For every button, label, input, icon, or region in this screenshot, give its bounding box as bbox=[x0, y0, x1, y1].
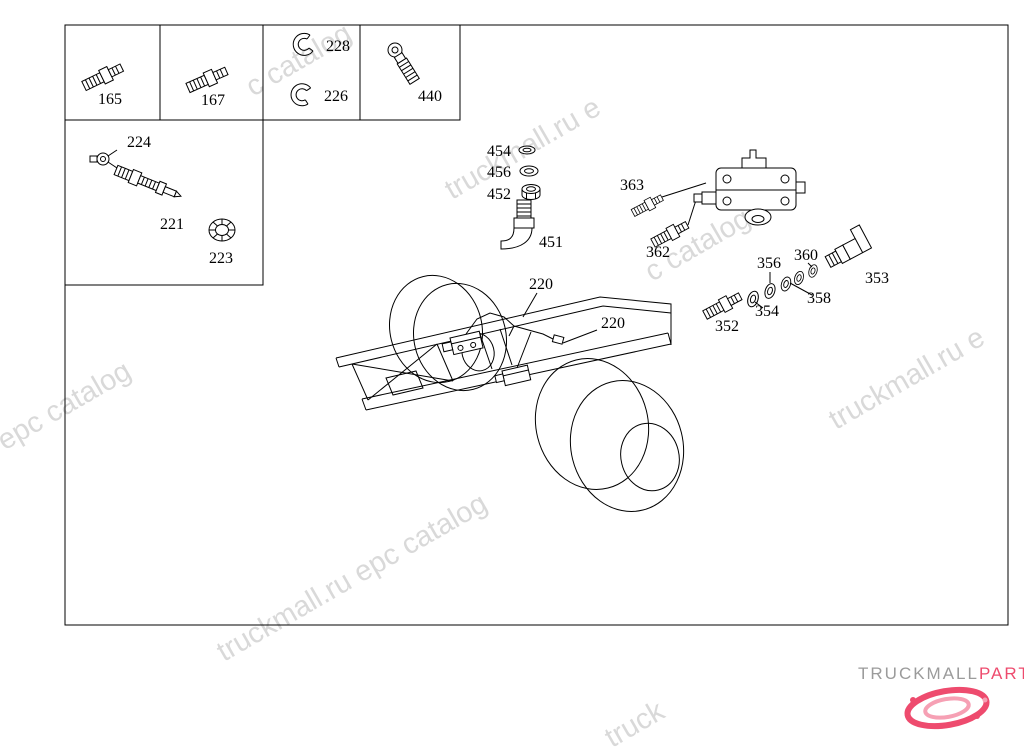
frame-cross-members bbox=[351, 343, 454, 401]
part-228-drawing bbox=[292, 32, 314, 56]
air-pipe-220 bbox=[465, 312, 558, 342]
part-label-228: 228 bbox=[326, 38, 350, 55]
front-wheel-inner bbox=[569, 380, 685, 512]
drawing-layer bbox=[80, 32, 873, 512]
part-label-223: 223 bbox=[209, 250, 233, 267]
part-label-221: 221 bbox=[160, 216, 184, 233]
watermark-text: truckmall.ru e bbox=[824, 321, 991, 436]
part-451-drawing bbox=[500, 199, 535, 250]
part-363-drawing bbox=[629, 192, 666, 219]
pipe-end-fitting bbox=[551, 334, 565, 345]
logo-swirl-icon bbox=[904, 686, 990, 730]
part-358b-drawing bbox=[792, 269, 806, 287]
part-label-224: 224 bbox=[127, 134, 151, 151]
logo-accent: PARTS bbox=[979, 664, 1024, 683]
inset-box-440 bbox=[359, 24, 461, 121]
part-label-451: 451 bbox=[539, 234, 563, 251]
diagram-border bbox=[64, 24, 1009, 626]
part-360-drawing bbox=[806, 263, 820, 279]
part-label-165: 165 bbox=[98, 91, 122, 108]
rear-wheel-inner bbox=[412, 282, 508, 392]
part-label-454: 454 bbox=[487, 143, 511, 160]
watermark-layer: c catalog truckmall.ru e c catalog l epc… bbox=[0, 17, 990, 750]
part-label-352: 352 bbox=[715, 318, 739, 335]
leader-220b bbox=[562, 329, 598, 344]
part-454-drawing bbox=[518, 145, 536, 155]
frame-mid-member bbox=[479, 328, 513, 370]
leader-362 bbox=[687, 199, 697, 226]
leader-220a bbox=[522, 292, 538, 318]
part-221-drawing bbox=[113, 164, 182, 198]
watermark-text: l epc catalog bbox=[0, 355, 137, 464]
chassis-drawing bbox=[335, 274, 685, 512]
part-352-drawing bbox=[701, 289, 745, 322]
part-label-356: 356 bbox=[757, 255, 781, 272]
part-label-358: 358 bbox=[807, 290, 831, 307]
front-wheel-hub bbox=[620, 422, 680, 492]
part-label-226: 226 bbox=[324, 88, 348, 105]
part-label-353: 353 bbox=[865, 270, 889, 287]
frame-rail-rear bbox=[335, 296, 672, 368]
part-456-drawing bbox=[519, 165, 539, 177]
part-label-220a: 220 bbox=[529, 276, 553, 293]
part-452-drawing bbox=[521, 184, 541, 200]
watermark-text: truckmall.ru epc catalog bbox=[212, 487, 493, 668]
leader-363 bbox=[661, 182, 707, 198]
part-358-drawing bbox=[779, 275, 793, 293]
part-440-drawing bbox=[387, 42, 420, 85]
part-356-drawing bbox=[762, 281, 778, 301]
part-label-440: 440 bbox=[418, 88, 442, 105]
part-165-drawing bbox=[80, 60, 126, 94]
frame-valve-2 bbox=[494, 364, 532, 387]
part-label-167: 167 bbox=[201, 92, 225, 109]
leader-360 bbox=[807, 262, 813, 268]
frame-valve-1 bbox=[441, 330, 484, 356]
part-353-drawing bbox=[824, 224, 873, 268]
diagram-borders bbox=[64, 24, 1009, 626]
part-223-drawing bbox=[208, 218, 236, 242]
inset-box-valve-parts bbox=[64, 119, 264, 286]
logo-text: TRUCKMALLPARTS bbox=[858, 664, 1024, 683]
part-226-drawing bbox=[290, 83, 312, 107]
part-label-452: 452 bbox=[487, 186, 511, 203]
frame-plate bbox=[385, 370, 424, 396]
leader-354 bbox=[754, 301, 764, 309]
part-label-362: 362 bbox=[646, 244, 670, 261]
air-pipe-spurs bbox=[508, 325, 532, 369]
logo-brand: TRUCKMALL bbox=[858, 664, 979, 683]
part-167-drawing bbox=[184, 63, 230, 96]
label-layer: 165 167 228 226 440 224 221 223 454 456 … bbox=[98, 38, 889, 335]
part-label-220b: 220 bbox=[601, 315, 625, 332]
part-label-456: 456 bbox=[487, 164, 511, 181]
part-label-363: 363 bbox=[620, 177, 644, 194]
front-wheel-outer bbox=[534, 358, 650, 490]
part-label-360: 360 bbox=[794, 247, 818, 264]
leader-358 bbox=[789, 282, 813, 296]
watermark-text: truck bbox=[600, 695, 671, 750]
rear-wheel-outer bbox=[388, 274, 484, 384]
valve-assembly-drawing bbox=[693, 149, 806, 226]
part-224-drawing bbox=[89, 149, 118, 169]
truckmall-logo: TRUCKMALLPARTS bbox=[858, 664, 1024, 730]
part-label-354: 354 bbox=[755, 303, 779, 320]
